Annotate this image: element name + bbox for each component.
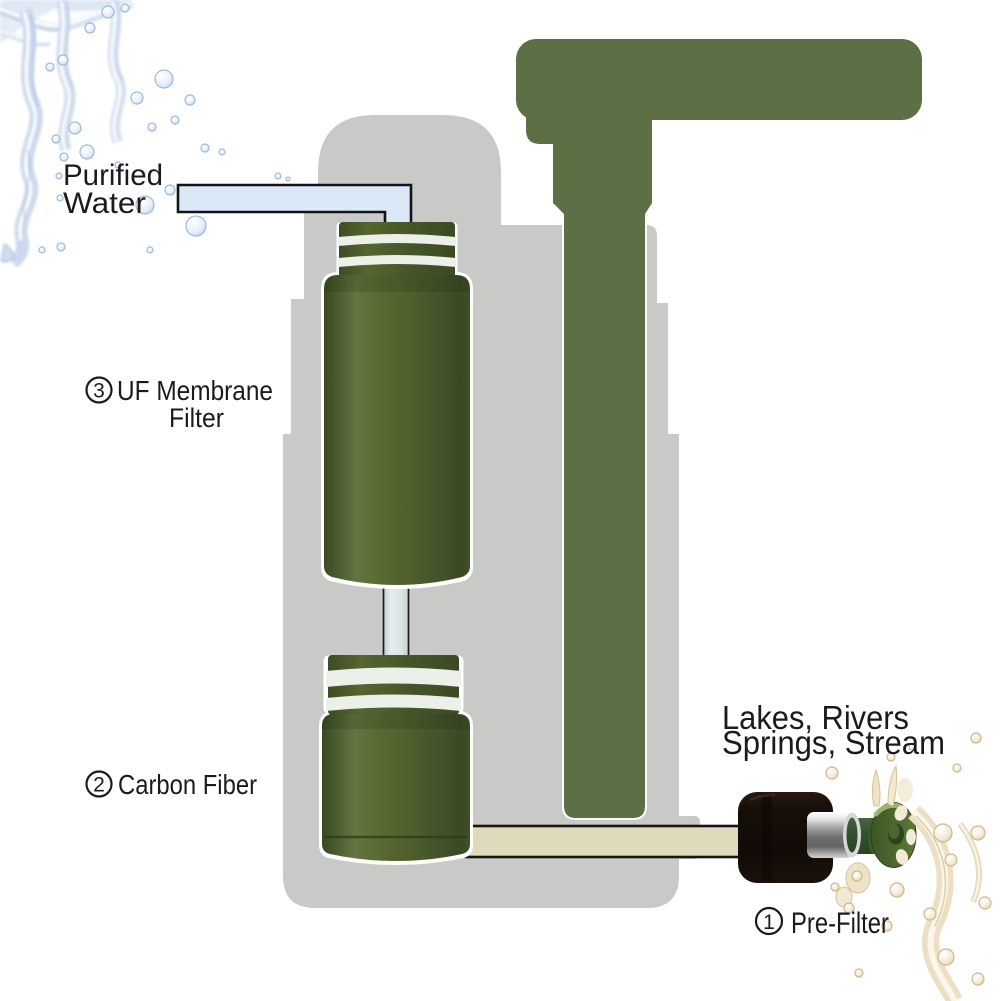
svg-text:2: 2 xyxy=(93,774,105,797)
svg-text:Lakes, Rivers: Lakes, Rivers xyxy=(722,699,909,736)
svg-text:Springs, Stream: Springs, Stream xyxy=(722,724,945,761)
svg-text:3: 3 xyxy=(93,380,105,403)
svg-text:Purified: Purified xyxy=(63,159,163,192)
svg-text:UF Membrane: UF Membrane xyxy=(117,375,273,406)
svg-text:Pre-Filter: Pre-Filter xyxy=(791,907,889,940)
svg-text:1: 1 xyxy=(763,911,775,934)
svg-text:Water: Water xyxy=(63,187,146,220)
svg-text:Filter: Filter xyxy=(169,403,224,433)
svg-text:Carbon Fiber: Carbon Fiber xyxy=(118,769,257,800)
